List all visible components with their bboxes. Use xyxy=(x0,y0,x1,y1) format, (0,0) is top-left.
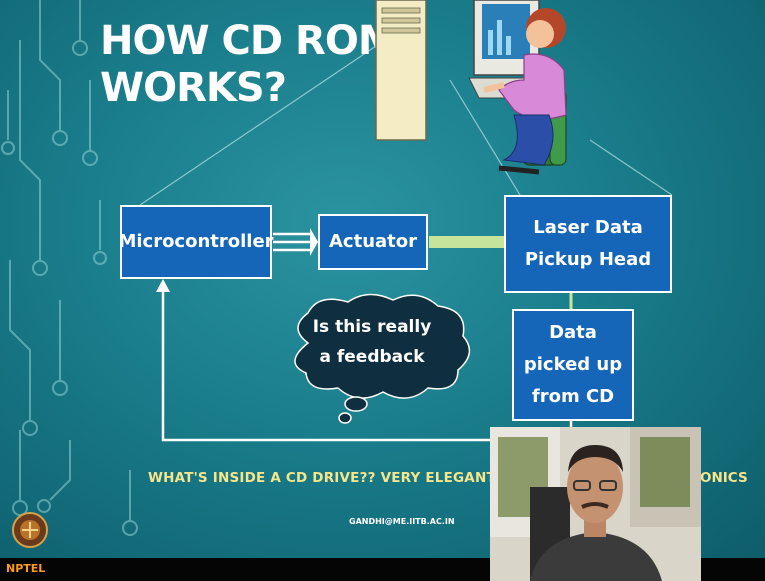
laser-label-line2: Pickup Head xyxy=(524,249,652,270)
computer-user-clipart xyxy=(375,0,567,175)
actuator-box: Actuator xyxy=(318,214,428,270)
laser-pickup-box: Laser Data Pickup Head xyxy=(504,195,672,293)
nptel-label: NPTEL xyxy=(6,562,46,575)
presenter-email: GANDHI@ME.IITB.AC.IN xyxy=(349,517,455,526)
title-line-2: WORKS? xyxy=(100,65,287,111)
data-label-line3: from CD xyxy=(531,386,615,407)
institute-logo xyxy=(12,512,48,548)
cloud-line1: Is this really xyxy=(312,317,432,337)
presenter-webcam xyxy=(490,427,701,581)
footer-caption-tail: ONICS xyxy=(700,470,748,486)
data-picked-box: Data picked up from CD xyxy=(512,309,634,421)
thought-cloud xyxy=(294,293,471,424)
cloud-line2: a feedback xyxy=(319,347,425,367)
slide: HOW CD ROM WORKS? xyxy=(0,0,765,558)
microcontroller-box: Microcontroller xyxy=(118,205,274,279)
microcontroller-label: Microcontroller xyxy=(118,231,274,252)
data-label-line2: picked up xyxy=(523,354,623,375)
circuit-decoration xyxy=(1,0,673,536)
cloud-text: Is this really a feedback xyxy=(302,312,442,372)
laser-label-line1: Laser Data xyxy=(533,217,643,238)
footer-caption: WHAT'S INSIDE A CD DRIVE?? VERY ELEGANT … xyxy=(148,470,550,486)
title-line-1: HOW CD ROM xyxy=(100,18,398,64)
actuator-label: Actuator xyxy=(328,231,417,252)
slide-title: HOW CD ROM WORKS? xyxy=(100,18,398,112)
data-label-line1: Data xyxy=(549,322,597,343)
